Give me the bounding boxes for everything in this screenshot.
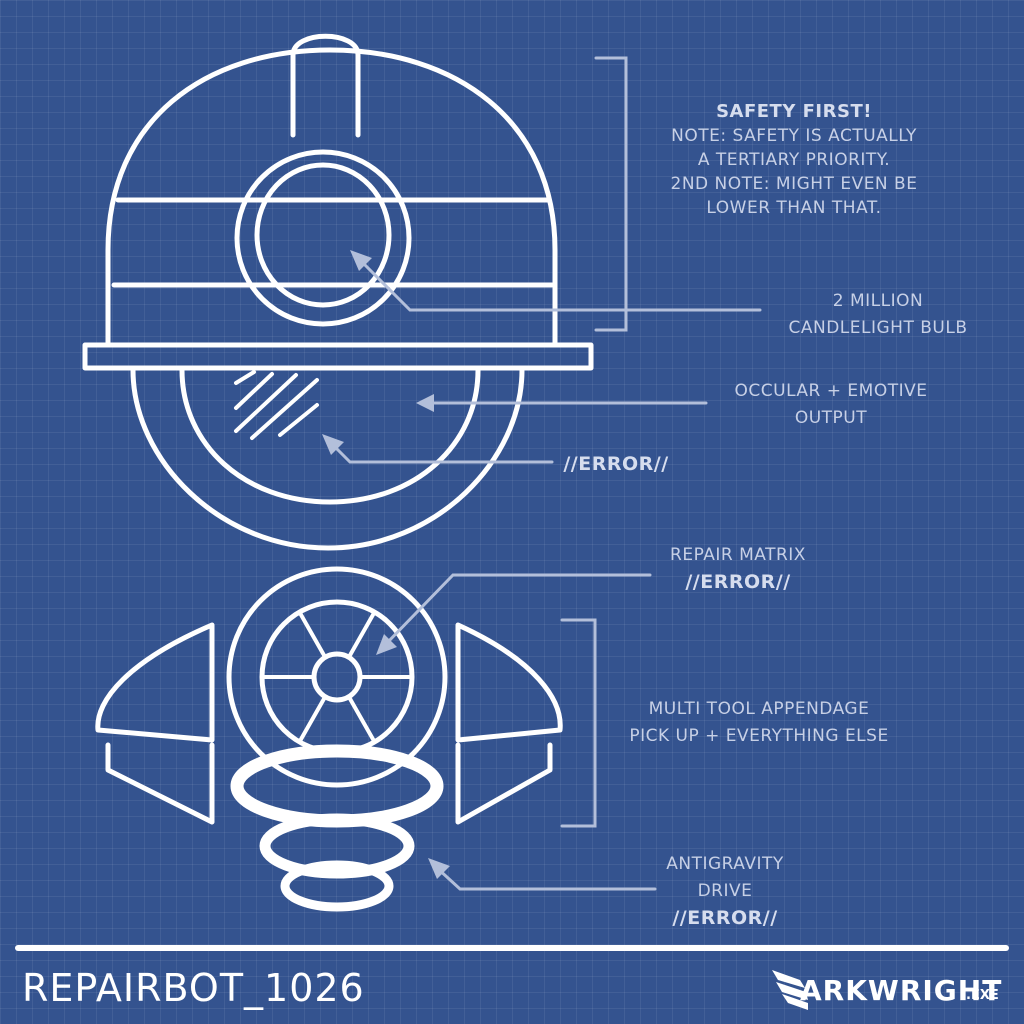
page-title: REPAIRBOT_1026 — [22, 966, 365, 1010]
antigravity-annotation: ANTIGRAVITY DRIVE //ERROR// — [640, 851, 810, 932]
bulb-line: 2 MILLION — [832, 291, 924, 311]
left-arm — [95, 622, 215, 743]
matrix-spokes — [261, 611, 413, 743]
antigravity-arrowhead — [428, 858, 450, 879]
occular-line: OCCULAR + EMOTIVE — [734, 381, 928, 401]
error-arrowhead — [322, 434, 344, 455]
antigravity-error: //ERROR// — [672, 907, 778, 929]
visor-error-label: //ERROR// — [563, 453, 669, 475]
ring-2 — [259, 813, 415, 879]
visor-glare — [234, 370, 319, 440]
repair-matrix-annotation: REPAIR MATRIX //ERROR// — [640, 542, 836, 596]
safety-line: NOTE: SAFETY IS ACTUALLY — [671, 126, 917, 146]
antigravity-line: DRIVE — [697, 881, 753, 901]
antigravity-line: ANTIGRAVITY — [666, 854, 784, 874]
headlamp-bulb — [254, 162, 392, 308]
safety-heading: SAFETY FIRST! — [716, 101, 872, 122]
safety-line: A TERTIARY PRIORITY. — [697, 150, 891, 170]
bulb-annotation: 2 MILLION CANDLELIGHT BULB — [768, 288, 988, 342]
bulb-leader — [356, 256, 762, 312]
face-visor — [179, 367, 481, 505]
repair-matrix-error: //ERROR// — [685, 571, 791, 593]
matrix-outer — [226, 566, 448, 788]
multitool-line: PICK UP + EVERYTHING ELSE — [629, 726, 889, 746]
right-arm-base — [455, 742, 553, 825]
multitool-annotation: MULTI TOOL APPENDAGE PICK UP + EVERYTHIN… — [612, 696, 906, 750]
safety-line: LOWER THAN THAT. — [706, 198, 882, 218]
left-arm-base — [105, 742, 215, 825]
safety-bracket — [594, 56, 628, 332]
helmet-brim — [82, 342, 594, 371]
occular-annotation: OCCULAR + EMOTIVE OUTPUT — [720, 378, 942, 432]
logo-text: ARKWRIGHT — [800, 974, 1003, 1007]
safety-annotation: SAFETY FIRST! NOTE: SAFETY IS ACTUALLY A… — [660, 100, 928, 220]
right-arm — [455, 622, 563, 743]
antigravity-leader — [434, 865, 657, 891]
logo-wings — [772, 970, 808, 1010]
logo-extension: .EXE — [966, 988, 999, 1003]
repair-matrix-title: REPAIR MATRIX — [670, 545, 806, 565]
arkwright-logo: ARKWRIGHT .EXE — [770, 968, 1020, 1014]
helmet-dome — [105, 47, 558, 348]
bulb-line: CANDLELIGHT BULB — [788, 318, 968, 338]
multitool-bracket — [560, 618, 597, 828]
safety-line: 2ND NOTE: MIGHT EVEN BE — [670, 174, 918, 194]
matrix-hub — [311, 651, 363, 703]
face-outer — [130, 367, 525, 551]
headlamp-outer — [234, 149, 412, 327]
bulb-arrowhead — [350, 250, 372, 271]
occular-arrowhead — [416, 394, 434, 412]
helmet-ridge — [290, 33, 361, 138]
occular-line: OUTPUT — [794, 408, 868, 428]
multitool-line: MULTI TOOL APPENDAGE — [648, 699, 870, 719]
matrix-arrowhead — [376, 634, 397, 655]
ring-3 — [280, 860, 394, 912]
matrix-leader — [383, 573, 652, 647]
